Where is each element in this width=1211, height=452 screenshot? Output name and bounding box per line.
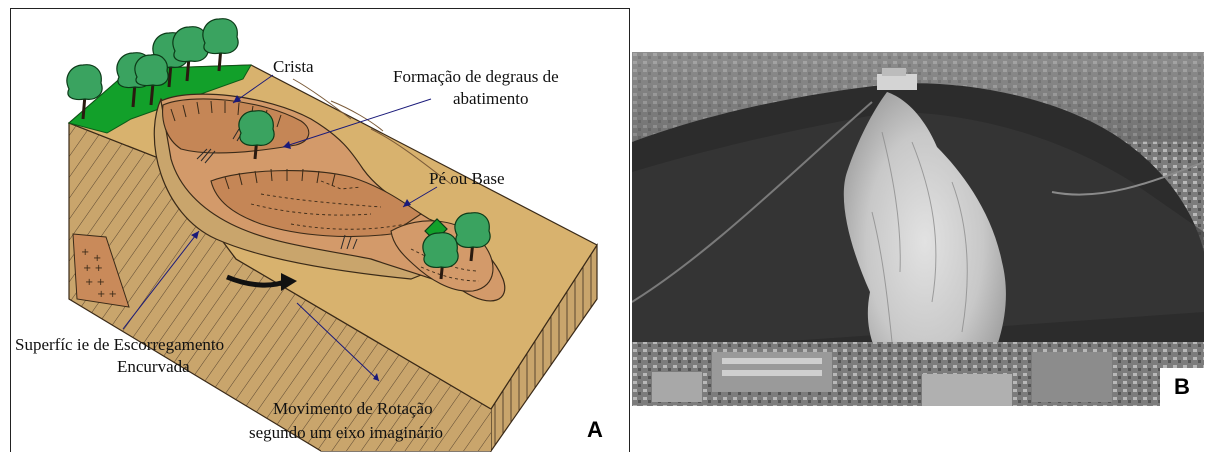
svg-text:+ +: + + [97, 289, 117, 300]
label-superficie-line2: Encurvada [117, 357, 190, 376]
label-superficie-line1: Superfíc ie de Escorregamento [15, 335, 225, 354]
leader-lines [122, 74, 438, 382]
panel-letter-b-box: B [1160, 368, 1204, 406]
tree-icon [66, 18, 491, 280]
label-pe-ou-base: Pé ou Base [429, 169, 505, 188]
panel-a-diagram: ++ + ++ + + + [10, 8, 630, 452]
label-formacao-line2: abatimento [453, 89, 529, 108]
label-movimento-line1: Movimento de Rotação [273, 399, 433, 418]
label-crista: Crista [273, 57, 314, 76]
landslide-aerial-photo [632, 52, 1204, 406]
svg-text:+: + [81, 247, 89, 258]
svg-text:+: + [93, 253, 101, 264]
panel-b-photo: B [632, 52, 1204, 406]
panel-letter-a: A [587, 417, 603, 442]
svg-text:+ +: + + [83, 263, 103, 274]
label-movimento-line2: segundo um eixo imaginário [249, 423, 444, 442]
label-formacao-line1: Formação de degraus de [393, 67, 559, 86]
landslide-block-diagram: ++ + ++ + + + [66, 18, 598, 452]
panel-letter-b: B [1174, 374, 1190, 399]
svg-text:+ +: + + [85, 277, 105, 288]
